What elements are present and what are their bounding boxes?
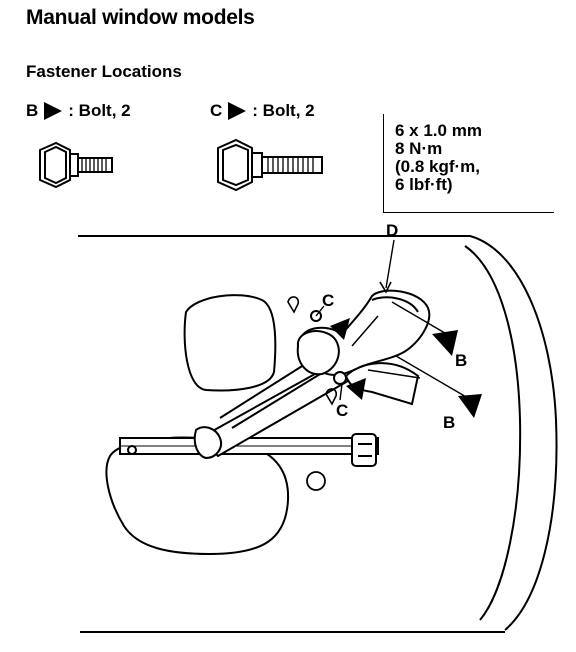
callout-b-top: B xyxy=(455,351,467,370)
spec-torque-kgfm: (0.8 kgf·m, xyxy=(395,157,481,176)
legend-bolt-b: B : Bolt, 2 xyxy=(26,101,131,121)
fastener-marker-b-top xyxy=(432,330,458,356)
door-panel-outline xyxy=(78,235,558,633)
fastener-marker-c-bottom xyxy=(346,378,366,400)
legend-c-text: : Bolt, 2 xyxy=(252,101,315,120)
upper-access-hole xyxy=(183,294,277,392)
regulator-housing xyxy=(296,289,431,385)
callout-b-bottom: B xyxy=(443,413,455,432)
bolt-c-icon xyxy=(217,138,323,192)
callout-c-bottom: C xyxy=(336,401,348,420)
legend-bolt-c: C : Bolt, 2 xyxy=(210,101,315,121)
small-hole xyxy=(306,471,326,491)
callout-d: D xyxy=(386,221,398,240)
legend-c-letter: C xyxy=(210,101,223,120)
clip-icons xyxy=(287,296,338,406)
fastener-marker-c-top xyxy=(330,318,350,340)
spec-size: 6 x 1.0 mm xyxy=(395,121,482,140)
fastener-marker-icon xyxy=(228,102,247,120)
page-title: Manual window models xyxy=(26,6,255,29)
fastener-marker-b-bottom xyxy=(458,394,482,418)
legend-b-text: : Bolt, 2 xyxy=(68,101,131,120)
spec-torque-lbfft: 6 lbf·ft) xyxy=(395,175,453,194)
leader-lines xyxy=(315,239,469,401)
fastener-markers xyxy=(330,318,482,418)
torque-spec: 6 x 1.0 mm 8 N·m (0.8 kgf·m, 6 lbf·ft) xyxy=(395,122,482,194)
bolt-b-icon xyxy=(39,141,113,189)
spec-torque-nm: 8 N·m xyxy=(395,139,443,158)
section-subtitle: Fastener Locations xyxy=(26,62,182,81)
fastener-marker-icon xyxy=(44,102,63,120)
torque-spec-box xyxy=(383,114,554,213)
regulator-arm xyxy=(193,355,362,460)
callout-c-top: C xyxy=(322,291,334,310)
legend-b-letter: B xyxy=(26,101,39,120)
